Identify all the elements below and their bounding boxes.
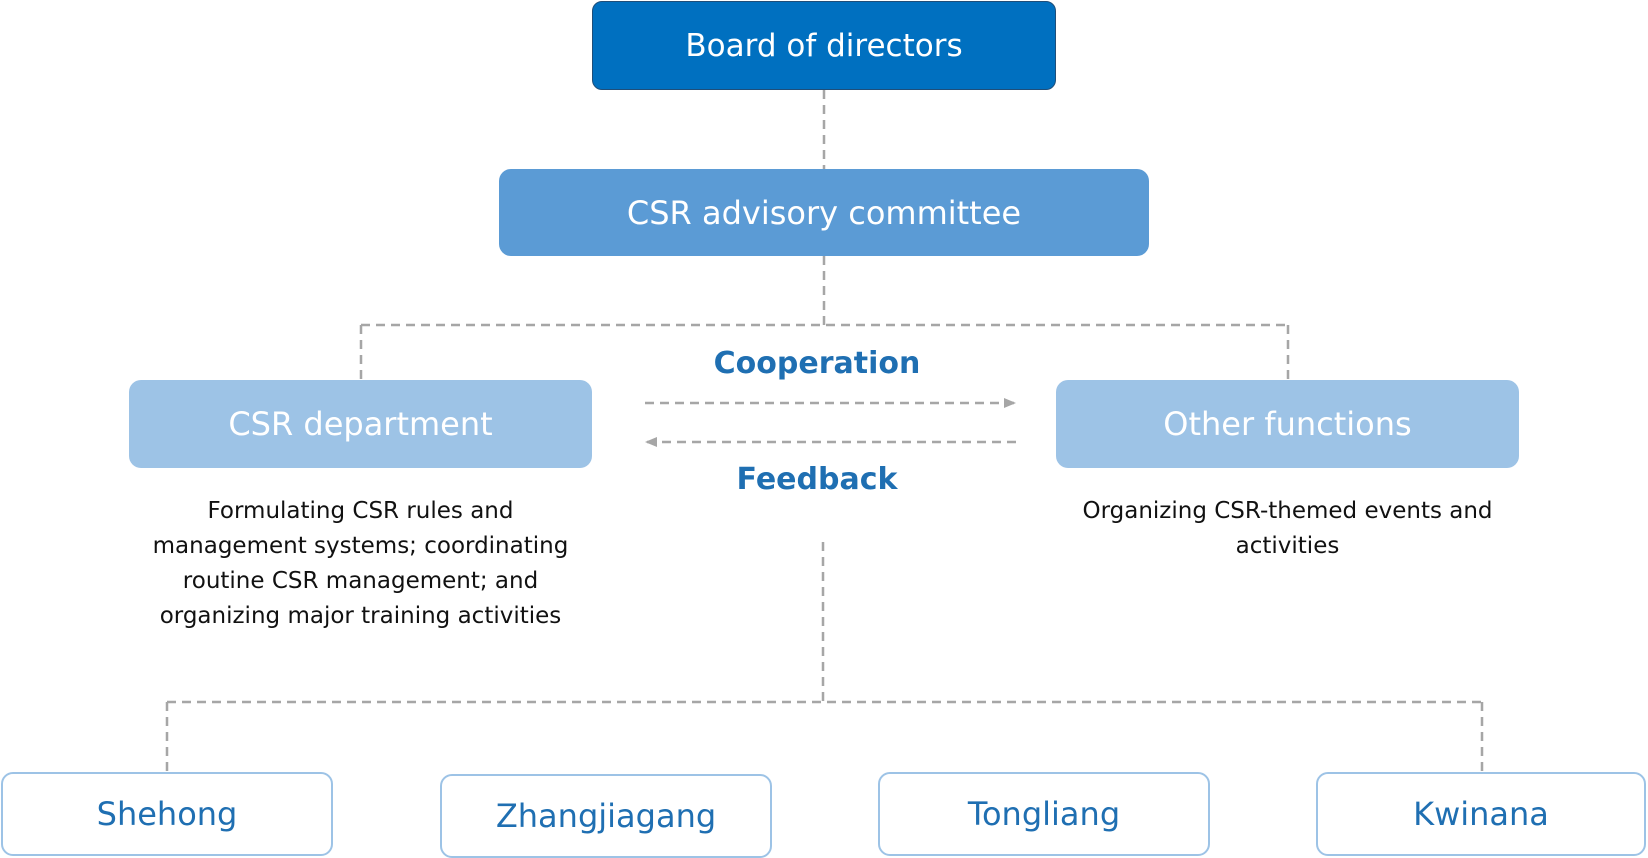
csr-advisory-committee-label: CSR advisory committee bbox=[626, 193, 1022, 232]
feedback-label: Feedback bbox=[736, 462, 898, 497]
description-line: Formulating CSR rules and bbox=[207, 498, 514, 524]
csr-department-description: Formulating CSR rules and management sys… bbox=[130, 494, 591, 634]
other-functions-box: Other functions bbox=[1056, 380, 1519, 468]
csr-department-box: CSR department bbox=[129, 380, 592, 468]
board-of-directors-box: Board of directors bbox=[592, 1, 1056, 90]
site-tongliang-box: Tongliang bbox=[878, 772, 1210, 856]
csr-department-label: CSR department bbox=[228, 405, 493, 443]
site-kwinana-label: Kwinana bbox=[1413, 795, 1549, 833]
site-kwinana-box: Kwinana bbox=[1316, 772, 1646, 856]
other-functions-label: Other functions bbox=[1163, 405, 1412, 443]
site-zhangjiagang-label: Zhangjiagang bbox=[495, 797, 717, 835]
site-tongliang-label: Tongliang bbox=[967, 795, 1121, 833]
description-line: activities bbox=[1235, 533, 1340, 559]
site-shehong-box: Shehong bbox=[1, 772, 333, 856]
description-line: organizing major training activities bbox=[159, 603, 562, 629]
site-shehong-label: Shehong bbox=[96, 795, 238, 833]
description-line: management systems; coordinating bbox=[152, 533, 569, 559]
csr-advisory-committee-box: CSR advisory committee bbox=[499, 169, 1149, 256]
site-zhangjiagang-box: Zhangjiagang bbox=[440, 774, 772, 858]
description-line: Organizing CSR-themed events and bbox=[1082, 498, 1493, 524]
board-of-directors-label: Board of directors bbox=[685, 27, 963, 64]
description-line: routine CSR management; and bbox=[182, 568, 539, 594]
cooperation-label: Cooperation bbox=[713, 346, 921, 381]
other-functions-description: Organizing CSR-themed events and activit… bbox=[1060, 494, 1515, 564]
